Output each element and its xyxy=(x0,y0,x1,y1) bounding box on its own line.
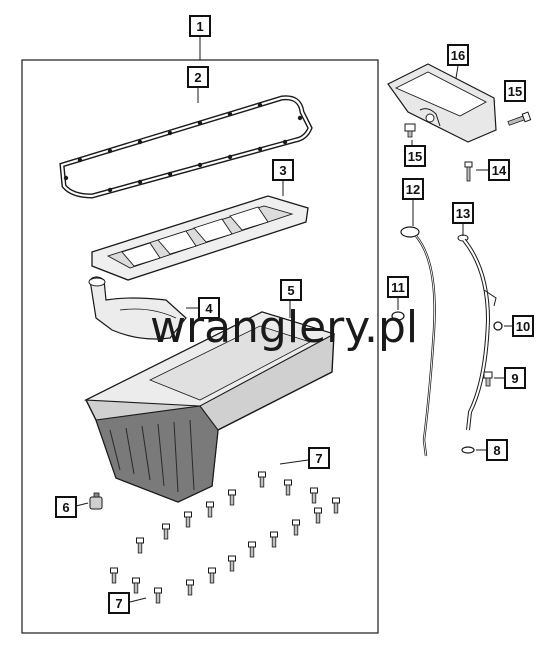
o-ring xyxy=(391,311,405,321)
watermark: wranglery.pl xyxy=(150,302,419,353)
callout-3: 3 xyxy=(272,159,294,181)
callout-16: 16 xyxy=(447,44,469,66)
dipstick xyxy=(400,226,436,457)
callout-5: 5 xyxy=(280,279,302,301)
callout-12: 12 xyxy=(402,178,424,200)
oil-pan xyxy=(83,311,336,503)
callout-6: 6 xyxy=(55,496,77,518)
drain-plug xyxy=(89,492,103,510)
tube-o-ring xyxy=(461,446,475,454)
tube-bolt xyxy=(483,371,493,387)
callout-7-upper: 7 xyxy=(308,447,330,469)
callout-4: 4 xyxy=(198,297,220,319)
upper-pan-bolts xyxy=(404,111,532,138)
callout-15-left: 15 xyxy=(404,145,426,167)
callout-1: 1 xyxy=(189,15,211,37)
upper-oil-pan xyxy=(387,63,497,143)
callout-13: 13 xyxy=(452,202,474,224)
nut xyxy=(493,321,503,331)
stud xyxy=(464,161,473,182)
callout-8: 8 xyxy=(486,439,508,461)
callout-7-lower: 7 xyxy=(108,592,130,614)
dipstick-tube xyxy=(457,234,497,431)
callout-10: 10 xyxy=(512,315,534,337)
oil-pan-gasket xyxy=(59,95,313,199)
callout-11: 11 xyxy=(387,276,409,298)
callout-15-right: 15 xyxy=(504,80,526,102)
callout-2: 2 xyxy=(187,66,209,88)
callout-9: 9 xyxy=(504,367,526,389)
callout-14: 14 xyxy=(488,159,510,181)
oil-pickup-tube xyxy=(88,276,187,340)
windage-tray xyxy=(91,195,309,281)
pan-bolts xyxy=(110,471,340,604)
